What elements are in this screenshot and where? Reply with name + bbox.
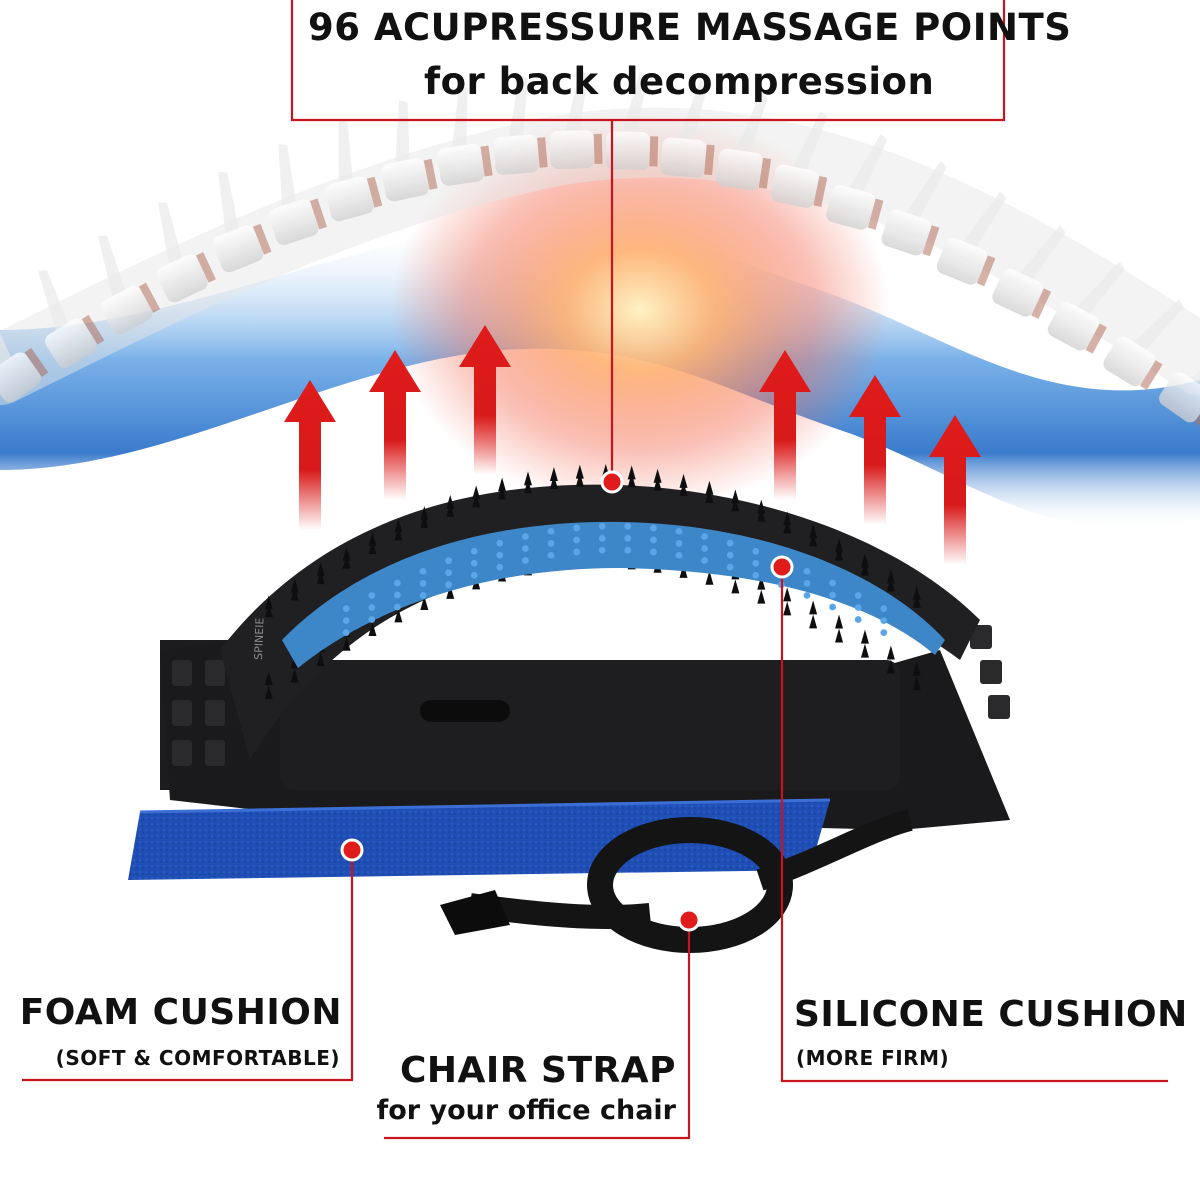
silicone-cushion-title: SILICONE CUSHION [794,994,1188,1035]
callout-dots [340,470,794,932]
up-arrow-icon [759,350,811,500]
header-subtitle: for back decompression [424,60,935,103]
up-arrow-icon [849,375,901,525]
foam-cushion-note: (SOFT & COMFORTABLE) [55,1046,340,1070]
foam-cushion-title: FOAM CUSHION [19,992,342,1033]
silicone-cushion-note: (MORE FIRM) [796,1046,950,1070]
svg-text:SPINEIE: SPINEIE [252,617,266,660]
blue-wave [0,220,1200,531]
chair-strap-title: CHAIR STRAP [399,1050,676,1091]
up-arrow-icon [459,325,511,475]
up-arrow-icon [929,415,981,565]
header-title: 96 ACUPRESSURE MASSAGE POINTS [308,6,1072,49]
callout-lines [22,0,1168,1140]
heat-glow [390,110,890,510]
spine-illustration [0,70,1200,427]
foam-cushion [128,798,831,880]
up-arrow-icon [369,350,421,500]
chair-strap-note: for your office chair [376,1095,677,1126]
pressure-arrows [284,325,981,565]
up-arrow-icon [284,380,336,530]
